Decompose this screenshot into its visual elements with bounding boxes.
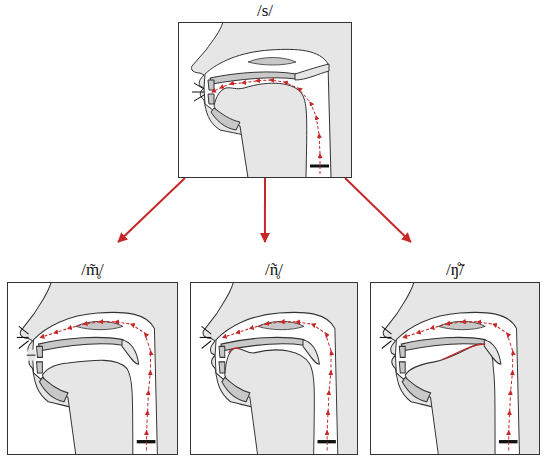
airflow [40, 322, 150, 451]
panel-frame [190, 282, 358, 455]
vocal-tract-ng [380, 282, 540, 455]
panel-frame [178, 22, 352, 178]
tongue [214, 83, 307, 178]
head-section [191, 22, 352, 178]
contact-line [229, 348, 241, 353]
vocal-tract-m [17, 282, 178, 455]
panel-frame [370, 282, 540, 455]
articulation-panel: /ñ̥/ [190, 242, 358, 455]
jaw-larynx [219, 362, 336, 442]
velum-lowered [303, 340, 319, 364]
flow-arrow [345, 178, 411, 242]
flow-arrow [118, 178, 185, 242]
vocal-tract-n [200, 282, 358, 455]
airflow [212, 80, 320, 174]
contact-line [442, 344, 485, 360]
closed-lips [28, 350, 36, 361]
vocal-tract-s [191, 22, 352, 178]
articulation-panel: /ŋ̊̃/ [370, 242, 540, 455]
head-section [20, 282, 178, 455]
head-section [383, 282, 540, 455]
noise-lines [192, 83, 204, 101]
phoneme-label: /ŋ̊̃/ [370, 259, 540, 280]
velum-lowered [484, 340, 501, 364]
noise-lines [380, 326, 392, 348]
lip-line [27, 355, 36, 356]
noise-lines [17, 326, 29, 348]
flow-arrow [264, 178, 266, 242]
articulation-panel: /m̥̃/ [7, 242, 178, 455]
tongue [42, 360, 132, 455]
velum-lowered [122, 340, 139, 364]
phoneme-label: /m̥̃/ [7, 259, 178, 280]
articulation-panel: /s/ [178, 0, 352, 178]
tongue [225, 348, 315, 455]
phoneme-label: /s/ [178, 0, 352, 21]
noise-lines [200, 326, 212, 348]
jaw-larynx [36, 362, 155, 442]
airflow [403, 322, 512, 451]
head-section [203, 282, 358, 455]
jaw-larynx [399, 362, 517, 442]
velum-raised [295, 64, 329, 80]
phoneme-label: /ñ̥/ [190, 259, 358, 280]
panel-frame [7, 282, 178, 455]
airflow [223, 322, 331, 451]
